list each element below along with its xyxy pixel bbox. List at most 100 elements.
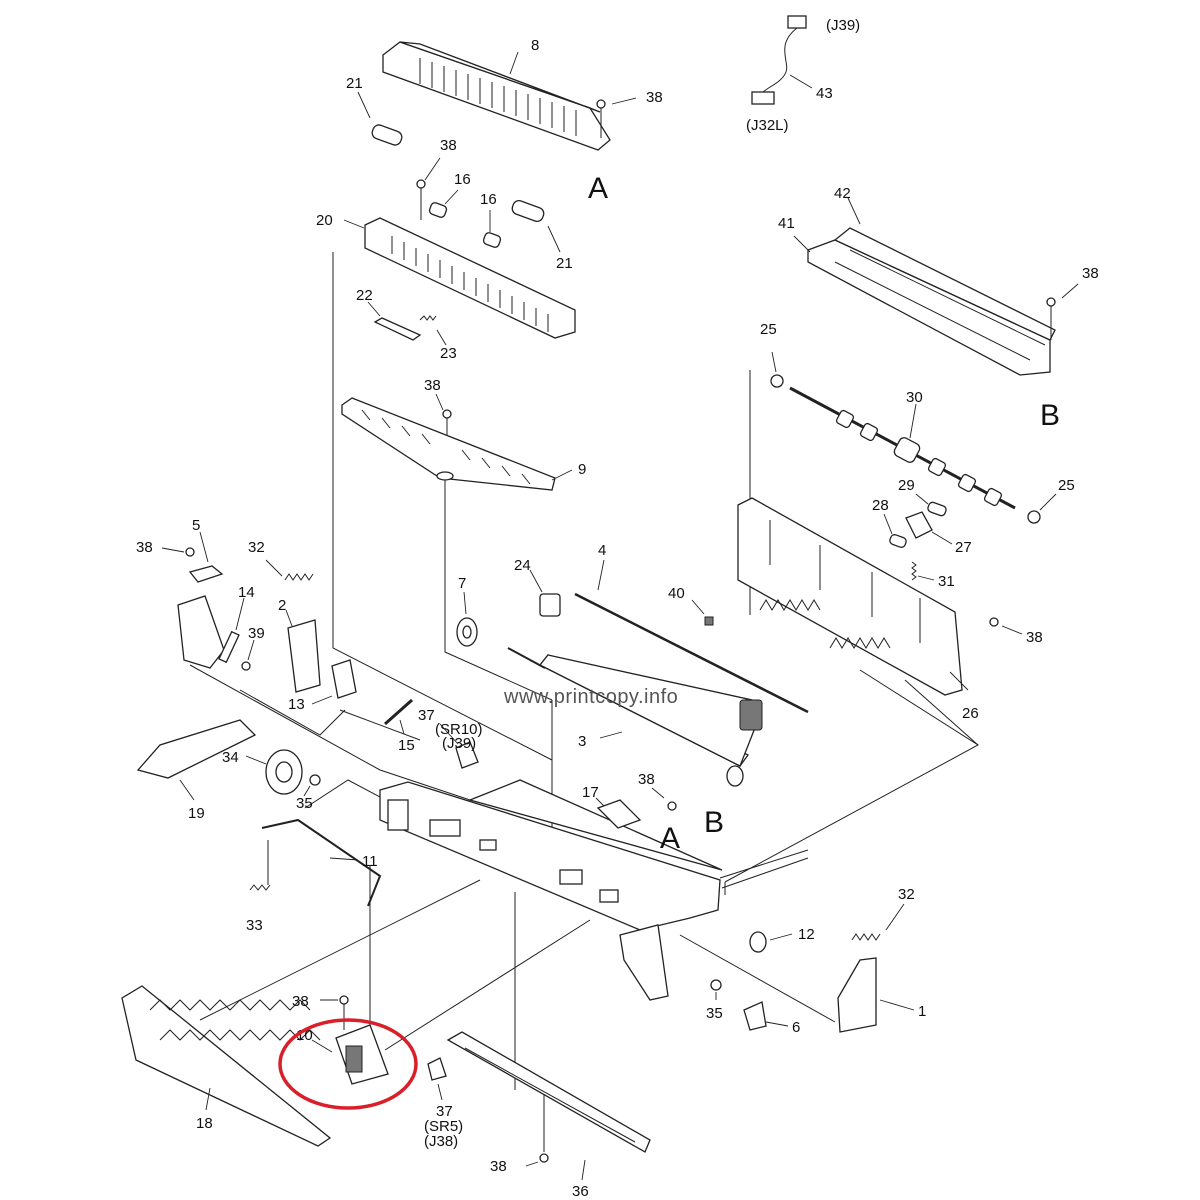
label-part-22: 22: [356, 287, 373, 304]
label-part-31: 31: [938, 573, 955, 590]
label-part-24: 24: [514, 557, 531, 574]
label-part-8: 8: [531, 37, 539, 54]
label-part-20: 20: [316, 212, 333, 229]
label-part-37-b: 37: [436, 1103, 453, 1120]
label-part-43: 43: [816, 85, 833, 102]
part-22-plate: [367, 301, 422, 341]
label-part-40: 40: [668, 585, 685, 602]
label-part-38-d: 38: [1082, 265, 1099, 282]
label-j39-top: (J39): [826, 17, 860, 34]
label-part-34: 34: [222, 749, 239, 766]
label-part-7: 7: [458, 575, 466, 592]
part-24-bushing: [529, 569, 561, 617]
ref-letter-b-lower: B: [704, 806, 724, 839]
label-part-9: 9: [578, 461, 586, 478]
label-part-38-f: 38: [136, 539, 153, 556]
part-21-roller-right: [511, 199, 561, 253]
part-25-e-ring-right: [1027, 493, 1057, 524]
label-part-38-e: 38: [1026, 629, 1043, 646]
label-j32l: (J32L): [746, 117, 789, 134]
label-part-30: 30: [906, 389, 923, 406]
label-part-16-b: 16: [480, 191, 497, 208]
screw-icon: [525, 1094, 549, 1167]
label-part-4: 4: [598, 542, 606, 559]
part-33-spring: [249, 840, 271, 891]
label-part-38-h: 38: [292, 993, 309, 1010]
label-part-6: 6: [792, 1019, 800, 1036]
label-part-27: 27: [955, 539, 972, 556]
label-part-11: 11: [362, 853, 378, 870]
label-part-15: 15: [398, 737, 415, 754]
assembly-leader-lines: [189, 252, 979, 1090]
screw-icon: [416, 157, 441, 220]
part-40-clip: [691, 599, 714, 626]
part-26-paper-guide-frame: [737, 497, 969, 696]
label-part-1: 1: [918, 1003, 926, 1020]
part-27-holder: [905, 511, 953, 545]
part-2-bracket: [285, 609, 321, 693]
part-4-shaft: [574, 559, 809, 714]
label-part-41: 41: [778, 215, 795, 232]
part-18-guide-with-ribs: [121, 985, 332, 1147]
label-part-5: 5: [192, 517, 200, 534]
ref-letter-a-lower: A: [660, 822, 680, 855]
screw-icon: [989, 617, 1023, 635]
screw-icon: [320, 995, 349, 1030]
label-part-12: 12: [798, 926, 815, 943]
part-29-spring: [915, 493, 947, 517]
part-16-roller-b: [482, 210, 502, 248]
part-13-arm: [311, 659, 357, 705]
label-part-29: 29: [898, 477, 915, 494]
part-39-spring: [241, 639, 255, 671]
watermark-text: www.printcopy.info: [503, 686, 678, 708]
label-part-32-a: 32: [248, 539, 265, 556]
part-14-lever: [218, 597, 245, 664]
label-part-38-g: 38: [638, 771, 655, 788]
part-41-42-guide: [793, 197, 1056, 376]
part-9-guide-plate: [341, 397, 573, 491]
label-part-3: 3: [578, 733, 586, 750]
part-11-rod: [261, 818, 382, 907]
label-part-38-a: 38: [646, 89, 663, 106]
label-sr5: (SR5): [424, 1118, 463, 1135]
label-part-36: 36: [572, 1183, 589, 1200]
label-part-26: 26: [962, 705, 979, 722]
part-21-roller-left: [357, 91, 403, 146]
part-17-bracket: [595, 797, 642, 829]
ref-letter-b-right: B: [1040, 399, 1060, 432]
part-43-wire-harness: [751, 15, 813, 105]
screw-icon: [1046, 283, 1079, 340]
label-j39-mid: (J39): [442, 735, 476, 752]
label-part-14: 14: [238, 584, 255, 601]
part-10-sensor-holder: [311, 1024, 389, 1085]
label-part-35-b: 35: [706, 1005, 723, 1022]
part-31-spring: [911, 561, 935, 581]
label-part-17: 17: [582, 784, 599, 801]
label-part-37-a: 37: [418, 707, 435, 724]
part-3-end-holder: [739, 699, 763, 731]
label-part-32-b: 32: [898, 886, 915, 903]
label-part-25-a: 25: [760, 321, 777, 338]
screw-icon: [651, 787, 677, 811]
part-19-guide: [136, 719, 257, 801]
part-32-spring-left: [265, 559, 314, 581]
left-side-plate: [177, 595, 225, 669]
part-12-gear: [749, 931, 793, 953]
label-part-28: 28: [872, 497, 889, 514]
part-32-spring-right: [851, 903, 905, 941]
label-part-35-a: 35: [296, 795, 313, 812]
label-part-38-i: 38: [490, 1158, 507, 1175]
label-part-38-b: 38: [440, 137, 457, 154]
label-part-42: 42: [834, 185, 851, 202]
screw-icon: [596, 97, 637, 138]
label-part-23: 23: [440, 345, 457, 362]
part-25-e-ring-left: [770, 351, 784, 388]
part-15-link: [384, 698, 413, 735]
part-36-rail: [446, 1031, 651, 1181]
part-6-bracket: [743, 1001, 789, 1031]
label-part-25-b: 25: [1058, 477, 1075, 494]
label-part-39: 39: [248, 625, 265, 642]
part-34-gear: [245, 749, 303, 795]
label-part-2: 2: [278, 597, 286, 614]
part-1-side-plate: [837, 957, 915, 1033]
